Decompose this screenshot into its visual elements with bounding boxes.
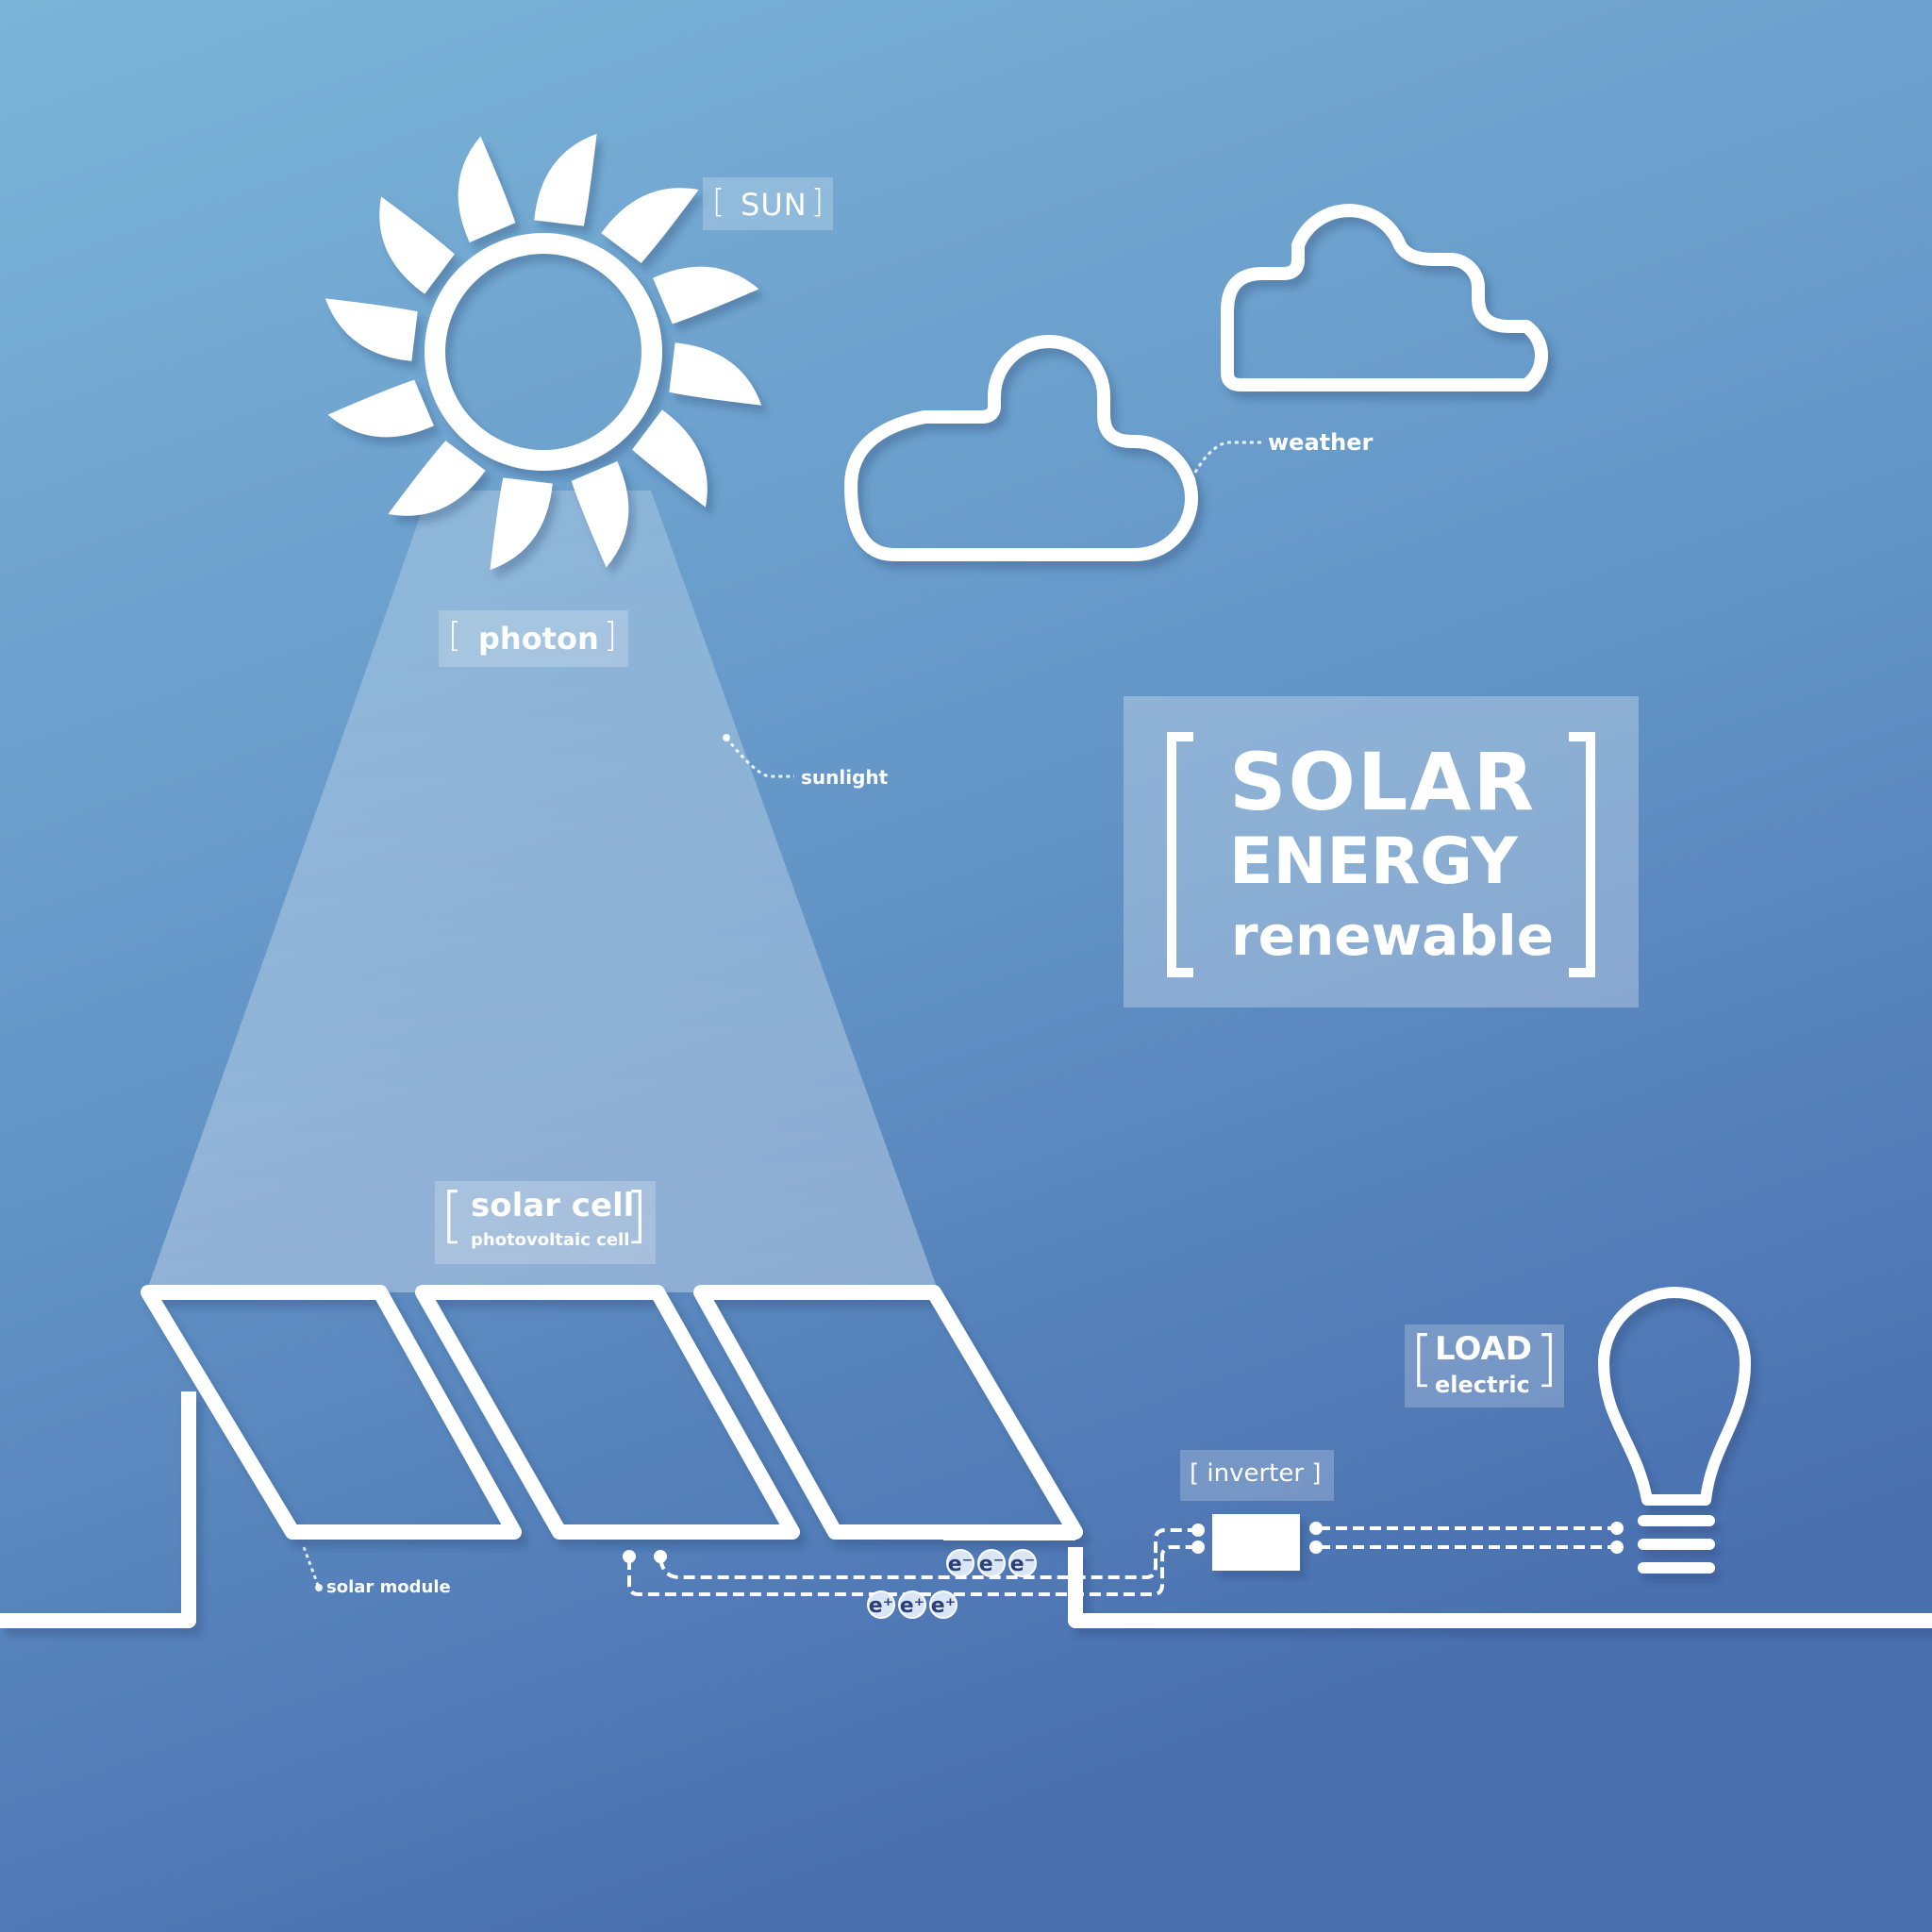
leader-dots <box>315 475 1195 1591</box>
load-tag: [ LOAD electric ] <box>1405 1324 1564 1407</box>
bracket-open: [ <box>712 183 725 221</box>
sun-ray <box>388 441 486 516</box>
electron-positive-symbol: e⁺ <box>900 1594 925 1618</box>
title-line-solar: SOLAR <box>1229 736 1537 828</box>
sun-icon <box>325 133 762 571</box>
inverter-label: [ inverter ] <box>1190 1459 1322 1488</box>
electric-label: electric <box>1435 1372 1530 1398</box>
sun-ray <box>490 477 553 571</box>
light-bulb-icon <box>1598 1287 1751 1574</box>
sun-ray <box>601 188 699 263</box>
electron-positive-symbol: e⁺ <box>931 1594 957 1618</box>
electron-negative-symbol: e⁻ <box>948 1553 974 1576</box>
electron-negative <box>1008 1549 1037 1577</box>
sun-ray <box>571 461 629 568</box>
bracket-open: [ <box>448 616 462 655</box>
sun-ray <box>325 298 418 361</box>
solar-module-label: solar module <box>326 1577 451 1597</box>
electron-positive <box>867 1591 895 1619</box>
sunlight-beam <box>146 491 939 1292</box>
photon-tag: [ photon ] <box>439 610 628 667</box>
electron-negative <box>946 1549 974 1577</box>
electron-negative-symbol: e⁻ <box>1010 1553 1036 1576</box>
weather-label: weather <box>1268 429 1374 456</box>
cloud-icon <box>844 335 1198 561</box>
load-label: LOAD <box>1435 1330 1532 1368</box>
title-line-energy: ENERGY <box>1229 824 1518 899</box>
title-panel: SOLAR ENERGY renewable <box>1124 696 1639 1008</box>
title-bracket-open <box>1167 732 1193 977</box>
bracket-open: [ <box>1410 1324 1434 1394</box>
circuit-nodes <box>623 1522 1624 1563</box>
sun-label: SUN <box>741 187 808 223</box>
electron-flow: e⁻e⁻e⁻e⁺e⁺e⁺ <box>867 1549 1037 1619</box>
inverter-tag: [ inverter ] <box>1180 1450 1334 1501</box>
sun-ray <box>653 266 759 325</box>
sun-ray <box>669 342 762 406</box>
inverter-icon <box>1212 1514 1300 1571</box>
electron-positive <box>898 1591 926 1619</box>
photovoltaic-cell-label: photovoltaic cell <box>471 1230 630 1250</box>
sun-ray <box>379 196 455 294</box>
electron-positive <box>929 1591 958 1619</box>
sun-ray <box>534 133 597 226</box>
title-bracket-close <box>1569 732 1595 977</box>
bracket-close: ] <box>1535 1324 1558 1394</box>
bracket-open: [ <box>441 1181 464 1251</box>
sunlight-label: sunlight <box>801 766 889 789</box>
solar-panel-icon <box>0 1285 1932 1628</box>
solar-cell-label: solar cell <box>471 1187 635 1224</box>
bracket-close: ] <box>810 183 824 221</box>
title-line-renewable: renewable <box>1231 904 1555 968</box>
sun-tag: [ SUN ] <box>703 177 833 230</box>
electron-negative-symbol: e⁻ <box>979 1553 1005 1576</box>
electron-positive-symbol: e⁺ <box>869 1594 894 1618</box>
bracket-close: ] <box>625 1181 648 1251</box>
sun-ray <box>458 136 516 242</box>
sun-ray <box>632 409 708 508</box>
cloud-icon <box>1221 204 1548 391</box>
bracket-close: ] <box>603 616 617 655</box>
leader-lines <box>302 441 1264 1589</box>
photon-label: photon <box>478 621 599 657</box>
sun-ray <box>327 379 434 438</box>
circuit-wires <box>627 1526 1615 1596</box>
electron-negative <box>977 1549 1006 1577</box>
solar-cell-tag: [ solar cell photovoltaic cell ] <box>435 1181 656 1264</box>
